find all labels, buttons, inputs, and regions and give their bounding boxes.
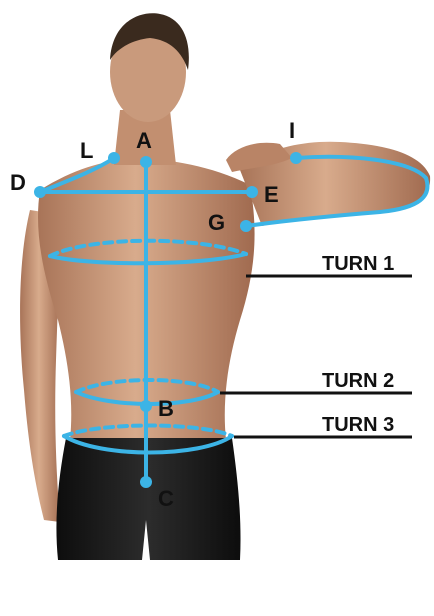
point-d-dot: [34, 186, 46, 198]
point-i-dot: [290, 152, 302, 164]
point-a-dot: [140, 156, 152, 168]
shorts: [56, 438, 240, 560]
turn3-label: TURN 3: [322, 414, 394, 436]
turn-pointers: [220, 276, 412, 437]
point-c-dot: [140, 476, 152, 488]
point-e-dot: [246, 186, 258, 198]
point-c-label: C: [158, 486, 174, 511]
turn2-label: TURN 2: [322, 370, 394, 392]
point-l-label: L: [80, 138, 93, 163]
turn1-label: TURN 1: [322, 253, 394, 275]
point-b-label: B: [158, 396, 174, 421]
point-i-label: I: [289, 118, 295, 143]
point-g-label: G: [208, 210, 225, 235]
point-d-label: D: [10, 170, 26, 195]
point-g-dot: [240, 220, 252, 232]
point-l-dot: [108, 152, 120, 164]
point-b-dot: [140, 400, 152, 412]
turn-labels: TURN 1 TURN 2 TURN 3: [322, 253, 394, 436]
point-e-label: E: [264, 182, 279, 207]
point-a-label: A: [136, 128, 152, 153]
human-figure: [20, 13, 430, 560]
